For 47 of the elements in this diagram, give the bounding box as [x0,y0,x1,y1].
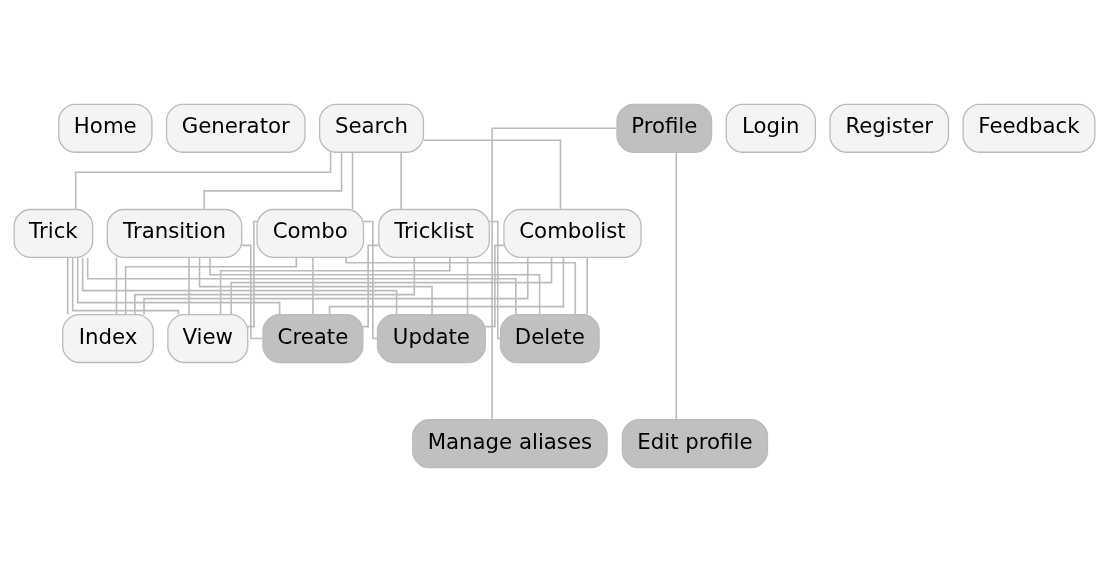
connector [76,256,281,316]
connector [203,151,343,210]
connector [362,220,379,340]
connector [115,257,118,316]
connector [71,256,180,316]
node-box: Trick [13,208,94,259]
connector [188,257,190,316]
node-box: Transition [106,208,243,259]
connector [488,220,502,340]
node-box: Edit profile [621,419,769,469]
node-box: Combolist [503,208,642,259]
node-box: Login [725,103,817,153]
connector [675,151,678,421]
connector [466,257,469,316]
connector [312,257,314,316]
connector [586,257,588,316]
connector [219,256,451,316]
node-box: Tricklist [378,208,490,259]
node-box: Search [318,103,425,153]
node-box: Manage aliases [412,419,608,469]
connector [491,127,618,421]
node-box: Generator [165,103,306,153]
connector [124,256,298,316]
node-box: View [167,313,249,364]
node-box: Home [58,103,153,153]
node-box: Feedback [962,103,1096,153]
node-box: Update [376,313,486,364]
connector [66,257,69,316]
connector [198,256,433,316]
connector [241,244,264,340]
node-box: Combo [256,208,365,259]
connector [484,244,505,328]
connector [351,151,354,210]
connector [134,256,416,316]
connector [86,256,517,316]
node-box: Index [62,313,154,364]
connector [81,257,398,315]
node-box: Profile [616,103,713,153]
connector [362,244,380,328]
node-box: Delete [499,313,600,364]
connector [74,151,332,211]
connector [422,139,562,211]
connector [400,151,402,210]
node-box: Register [829,103,950,153]
node-box: Create [262,313,364,364]
connector [247,220,258,328]
connector [143,256,529,316]
